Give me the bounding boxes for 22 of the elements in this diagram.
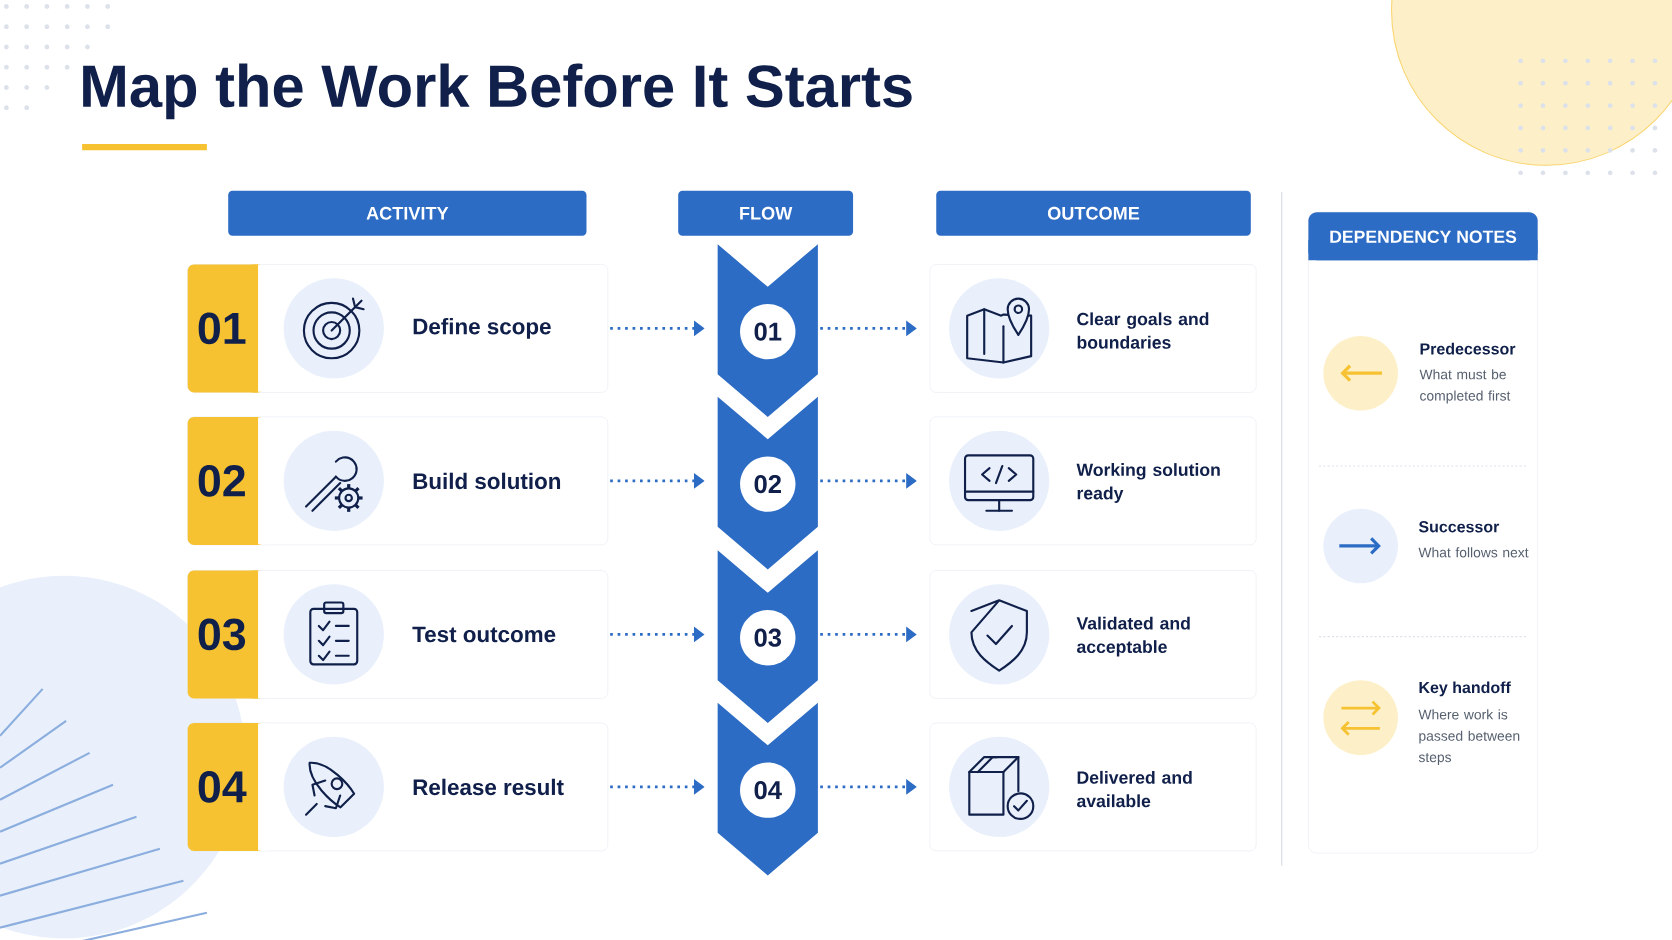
chevron-step: 02 — [717, 396, 818, 570]
node-label: 03 — [198, 618, 246, 651]
title: Map the Work Before It Starts — [83, 63, 912, 119]
column-header: FLOW — [678, 190, 854, 236]
node-label: Build solution — [413, 472, 561, 489]
node-label: 02 — [198, 464, 245, 497]
node-label: Test outcome — [412, 626, 556, 643]
node-label: Release result — [413, 778, 564, 795]
note-heading: Predecessor — [1420, 342, 1516, 355]
node-label: 01 — [198, 312, 246, 345]
note-text: What must be completed first — [1419, 368, 1511, 404]
note-text: Where work is passed between steps — [1418, 709, 1520, 765]
column-header: ACTIVITY — [228, 190, 587, 236]
chevron-step: 01 — [717, 243, 818, 417]
note-text: What follows next — [1418, 547, 1529, 558]
node-label: Define scope — [413, 317, 551, 339]
note-heading: Key handoff — [1419, 681, 1511, 697]
note-heading: Successor — [1418, 520, 1500, 533]
chevron-step: 03 — [717, 550, 818, 723]
node-label: 04 — [198, 770, 247, 803]
chevron-step: 04 — [717, 702, 818, 876]
column-header: OUTCOME — [936, 190, 1251, 236]
